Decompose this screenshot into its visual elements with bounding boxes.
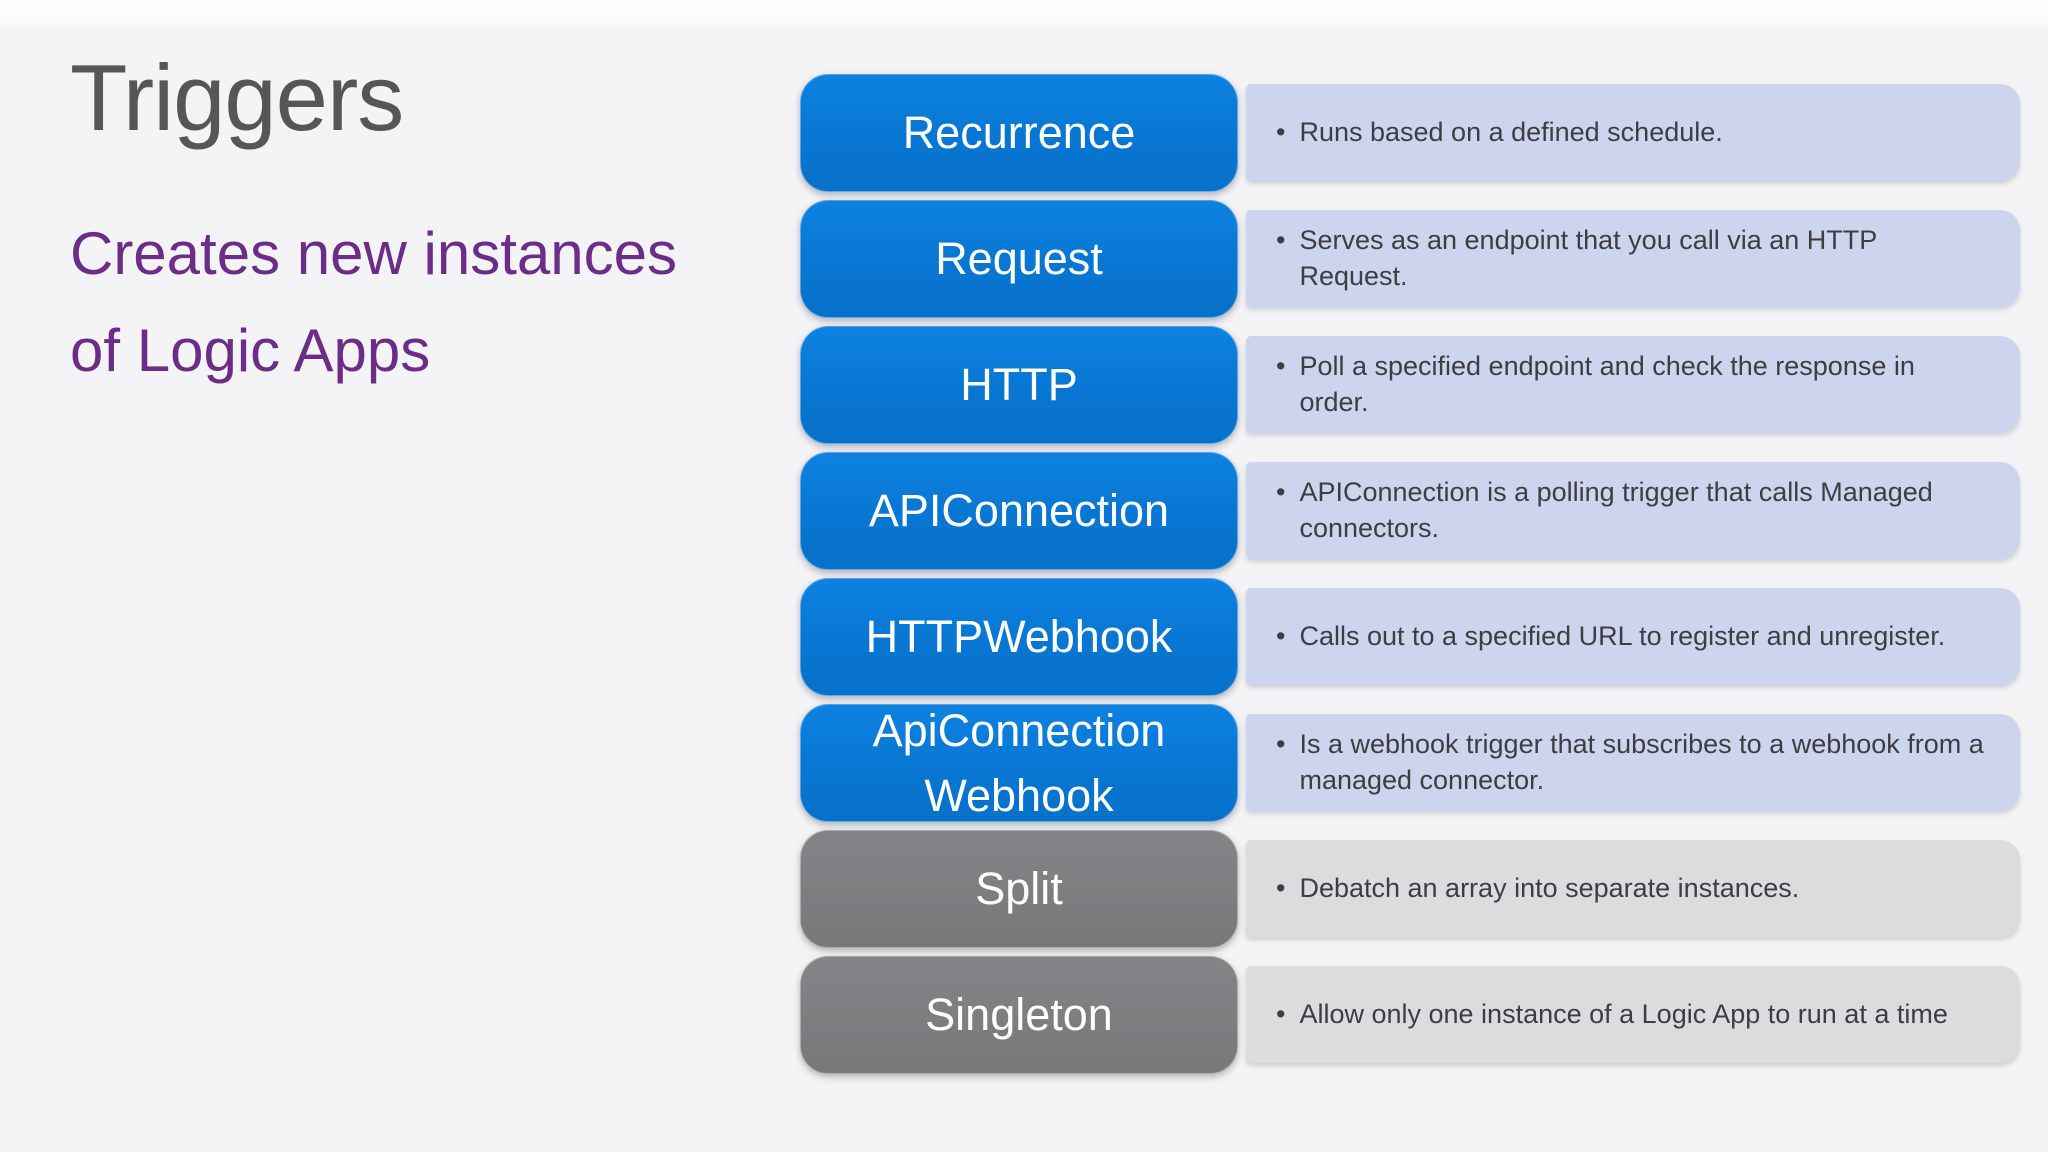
trigger-box-split: Split: [800, 830, 1238, 948]
bullet-glyph: •: [1276, 477, 1286, 508]
trigger-description-text: Allow only one instance of a Logic App t…: [1299, 998, 1948, 1029]
trigger-description-text: Poll a specified endpoint and check the …: [1299, 351, 1915, 417]
trigger-description-text: Is a webhook trigger that subscribes to …: [1299, 729, 1984, 795]
trigger-description-band-httpwebhook: • Calls out to a specified URL to regist…: [1246, 588, 2020, 685]
trigger-description-band-singleton: • Allow only one instance of a Logic App…: [1246, 966, 2020, 1063]
trigger-description-band-apiconnection: • APIConnection is a polling trigger tha…: [1246, 462, 2020, 559]
trigger-box-label: Recurrence: [902, 107, 1136, 159]
trigger-box-apiconnection: APIConnection: [800, 452, 1238, 570]
slide-subtitle: Creates new instances of Logic Apps: [70, 220, 677, 384]
slide-title: Triggers: [70, 45, 404, 150]
trigger-list: • Runs based on a defined schedule. Recu…: [800, 74, 2020, 1082]
description-content: • Runs based on a defined schedule.: [1276, 115, 1723, 150]
description-content: • Debatch an array into separate instanc…: [1276, 871, 1799, 906]
trigger-box-label: ApiConnection Webhook: [872, 704, 1166, 821]
description-content: • Serves as an endpoint that you call vi…: [1276, 223, 1989, 293]
trigger-description-band-http: • Poll a specified endpoint and check th…: [1246, 336, 2020, 433]
bullet-glyph: •: [1276, 729, 1286, 760]
trigger-row-httpwebhook: • Calls out to a specified URL to regist…: [800, 578, 2020, 696]
trigger-description-text: Serves as an endpoint that you call via …: [1299, 225, 1877, 291]
trigger-box-label: Split: [975, 863, 1063, 915]
trigger-description-text: Debatch an array into separate instances…: [1299, 872, 1800, 903]
trigger-description-text: Runs based on a defined schedule.: [1299, 116, 1723, 147]
trigger-box-label: HTTPWebhook: [865, 611, 1173, 663]
trigger-row-apiconnectionwebhook: • Is a webhook trigger that subscribes t…: [800, 704, 2020, 822]
bullet-glyph: •: [1276, 116, 1286, 147]
trigger-row-singleton: • Allow only one instance of a Logic App…: [800, 956, 2020, 1074]
description-content: • APIConnection is a polling trigger tha…: [1276, 475, 1989, 545]
description-content: • Poll a specified endpoint and check th…: [1276, 349, 1989, 419]
trigger-description-band-request: • Serves as an endpoint that you call vi…: [1246, 210, 2020, 307]
trigger-box-label: APIConnection: [868, 485, 1170, 537]
trigger-row-http: • Poll a specified endpoint and check th…: [800, 326, 2020, 444]
trigger-box-recurrence: Recurrence: [800, 74, 1238, 192]
trigger-description-band-recurrence: • Runs based on a defined schedule.: [1246, 84, 2020, 181]
trigger-description-text: APIConnection is a polling trigger that …: [1299, 477, 1933, 543]
bullet-glyph: •: [1276, 351, 1286, 382]
description-content: • Calls out to a specified URL to regist…: [1276, 619, 1945, 654]
trigger-box-singleton: Singleton: [800, 956, 1238, 1074]
trigger-box-request: Request: [800, 200, 1238, 318]
bullet-glyph: •: [1276, 998, 1286, 1029]
trigger-row-recurrence: • Runs based on a defined schedule. Recu…: [800, 74, 2020, 192]
bullet-glyph: •: [1276, 872, 1286, 903]
trigger-description-band-apiconnectionwebhook: • Is a webhook trigger that subscribes t…: [1246, 714, 2020, 811]
trigger-description-text: Calls out to a specified URL to register…: [1299, 620, 1946, 651]
description-content: • Allow only one instance of a Logic App…: [1276, 997, 1948, 1032]
trigger-box-httpwebhook: HTTPWebhook: [800, 578, 1238, 696]
description-content: • Is a webhook trigger that subscribes t…: [1276, 727, 1989, 797]
trigger-row-request: • Serves as an endpoint that you call vi…: [800, 200, 2020, 318]
trigger-row-apiconnection: • APIConnection is a polling trigger tha…: [800, 452, 2020, 570]
trigger-row-split: • Debatch an array into separate instanc…: [800, 830, 2020, 948]
bullet-glyph: •: [1276, 620, 1286, 651]
trigger-box-apiconnectionwebhook: ApiConnection Webhook: [800, 704, 1238, 822]
trigger-box-label: Request: [935, 233, 1103, 285]
trigger-box-label: HTTP: [960, 359, 1078, 411]
bullet-glyph: •: [1276, 225, 1286, 256]
trigger-box-http: HTTP: [800, 326, 1238, 444]
trigger-description-band-split: • Debatch an array into separate instanc…: [1246, 840, 2020, 937]
trigger-box-label: Singleton: [925, 989, 1113, 1041]
